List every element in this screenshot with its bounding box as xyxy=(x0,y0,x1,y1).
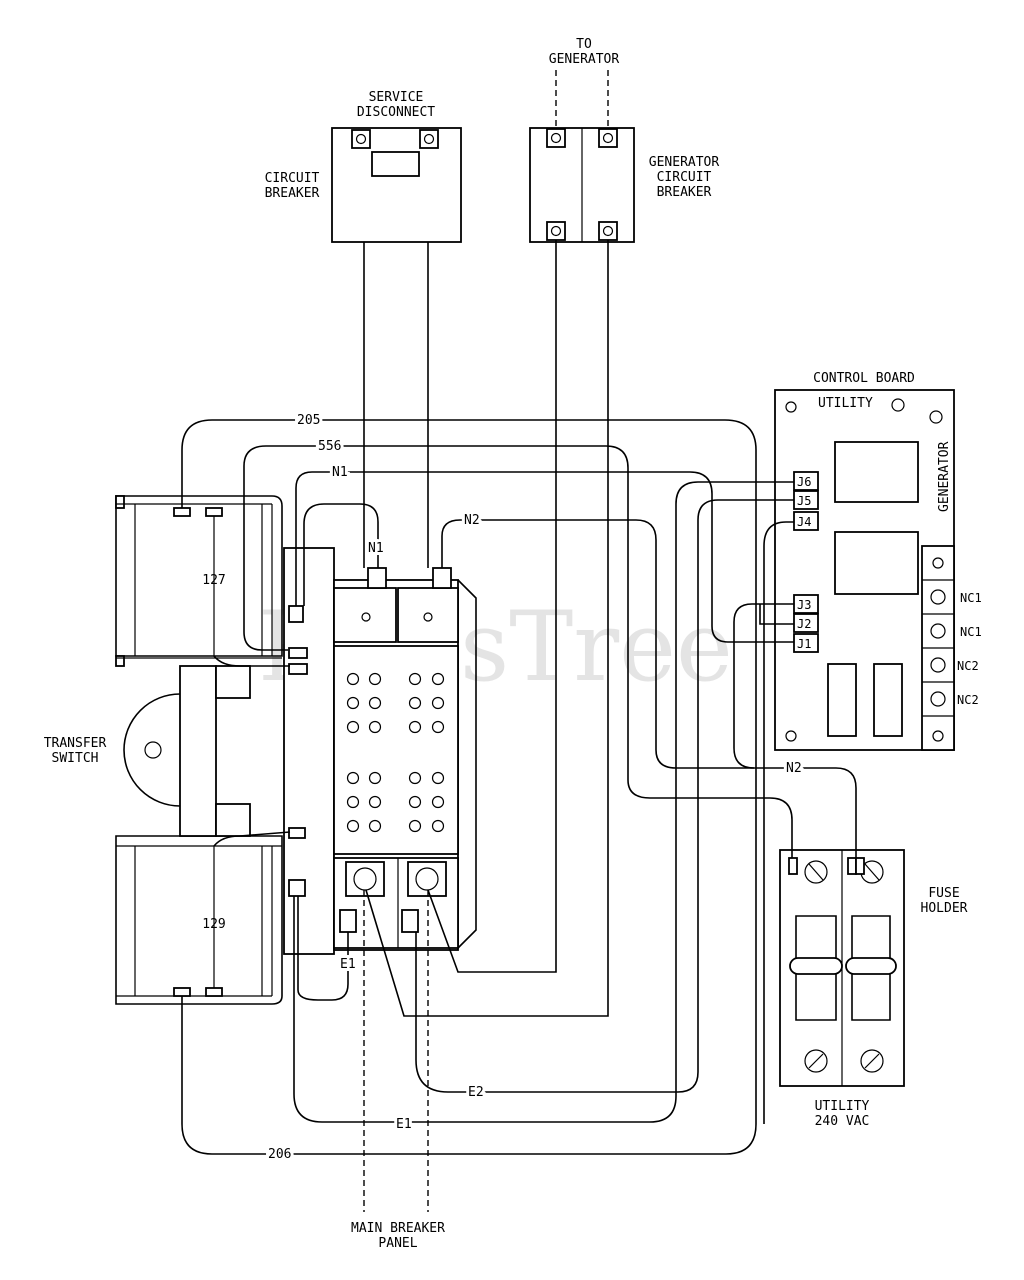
wire-gen-l1 xyxy=(427,240,557,973)
control-board xyxy=(774,389,955,751)
svg-text:DISCONNECT: DISCONNECT xyxy=(357,105,435,120)
utility-240-label: UTILITY 240 VAC xyxy=(815,1099,870,1129)
main-breaker-panel-label: MAIN BREAKER PANEL xyxy=(351,1221,445,1251)
wire-n1 xyxy=(295,471,794,643)
wire-205-label: 205 xyxy=(297,413,320,428)
transfer-switch-label: TRANSFER SWITCH xyxy=(44,736,107,766)
wire-n2-branch xyxy=(733,603,794,769)
svg-text:240 VAC: 240 VAC xyxy=(815,1114,870,1129)
connector-j3: J3 xyxy=(797,598,811,612)
wire-127-label: 127 xyxy=(202,573,225,588)
connector-block-lower xyxy=(793,594,819,653)
svg-text:CIRCUIT: CIRCUIT xyxy=(657,170,712,185)
service-disconnect-label: SERVICE DISCONNECT xyxy=(357,90,435,120)
wire-556 xyxy=(243,445,793,858)
wire-n2-bottom-label: N2 xyxy=(786,761,802,776)
wire-129 xyxy=(213,831,291,847)
contact-dots xyxy=(346,672,445,833)
svg-text:PANEL: PANEL xyxy=(378,1236,417,1251)
service-disconnect-breaker xyxy=(331,127,462,243)
wire-206-label: 206 xyxy=(268,1147,291,1162)
wire-556-label: 556 xyxy=(318,439,341,454)
svg-text:TO: TO xyxy=(576,37,592,52)
control-board-label: CONTROL BOARD xyxy=(813,371,915,386)
generator-circuit-breaker-label: GENERATOR CIRCUIT BREAKER xyxy=(649,155,720,200)
generator-circuit-breaker xyxy=(529,127,635,243)
svg-text:UTILITY: UTILITY xyxy=(815,1099,870,1114)
connector-j6: J6 xyxy=(797,475,811,489)
nc1-terminal-b: NC1 xyxy=(960,625,982,639)
wire-n2 xyxy=(441,519,857,858)
wire-gen-l2 xyxy=(365,240,609,1017)
svg-text:SERVICE: SERVICE xyxy=(369,90,424,105)
wire-129-label: 129 xyxy=(202,917,225,932)
svg-text:HOLDER: HOLDER xyxy=(921,901,968,916)
to-generator-label: TO GENERATOR xyxy=(549,37,620,67)
svg-text:GENERATOR: GENERATOR xyxy=(649,155,720,170)
connector-j1: J1 xyxy=(797,637,811,651)
svg-text:TRANSFER: TRANSFER xyxy=(44,736,107,751)
svg-text:GENERATOR: GENERATOR xyxy=(549,52,620,67)
circuit-breaker-label: CIRCUIT BREAKER xyxy=(265,171,320,201)
svg-text:CIRCUIT: CIRCUIT xyxy=(265,171,320,186)
fuse-holder-label: FUSE HOLDER xyxy=(921,886,968,916)
utility-label: UTILITY xyxy=(818,396,873,411)
wire-e2 xyxy=(415,499,794,1093)
wire-e1-jumper xyxy=(297,896,349,1001)
wire-n1-top-label: N1 xyxy=(332,465,348,480)
nc2-terminal-a: NC2 xyxy=(957,659,979,673)
svg-text:FUSE: FUSE xyxy=(928,886,959,901)
wire-j4 xyxy=(763,521,794,1124)
wire-127 xyxy=(213,655,290,667)
wire-j2 xyxy=(759,604,794,625)
svg-text:SWITCH: SWITCH xyxy=(52,751,99,766)
wire-n1-jumper xyxy=(303,503,379,606)
svg-text:BREAKER: BREAKER xyxy=(265,186,320,201)
connector-j4: J4 xyxy=(797,515,811,529)
wire-e1-left-label: E1 xyxy=(340,957,356,972)
svg-text:BREAKER: BREAKER xyxy=(657,185,712,200)
fuse-holder xyxy=(779,849,905,1087)
nc2-terminal-b: NC2 xyxy=(957,693,979,707)
nc1-terminal-a: NC1 xyxy=(960,591,982,605)
transfer-switch xyxy=(115,495,335,1005)
svg-text:MAIN BREAKER: MAIN BREAKER xyxy=(351,1221,445,1236)
connector-j2: J2 xyxy=(797,617,811,631)
wire-205 xyxy=(181,419,757,1155)
wire-n2-top-label: N2 xyxy=(464,513,480,528)
wire-e1 xyxy=(293,481,794,1123)
connector-j5: J5 xyxy=(797,494,811,508)
wire-n1-label: N1 xyxy=(368,541,384,556)
wire-e1-bottom-label: E1 xyxy=(396,1117,412,1132)
contact-block xyxy=(333,567,477,951)
wire-e2-label: E2 xyxy=(468,1085,484,1100)
connector-block-upper xyxy=(793,471,819,531)
generator-label: GENERATOR xyxy=(937,441,952,512)
